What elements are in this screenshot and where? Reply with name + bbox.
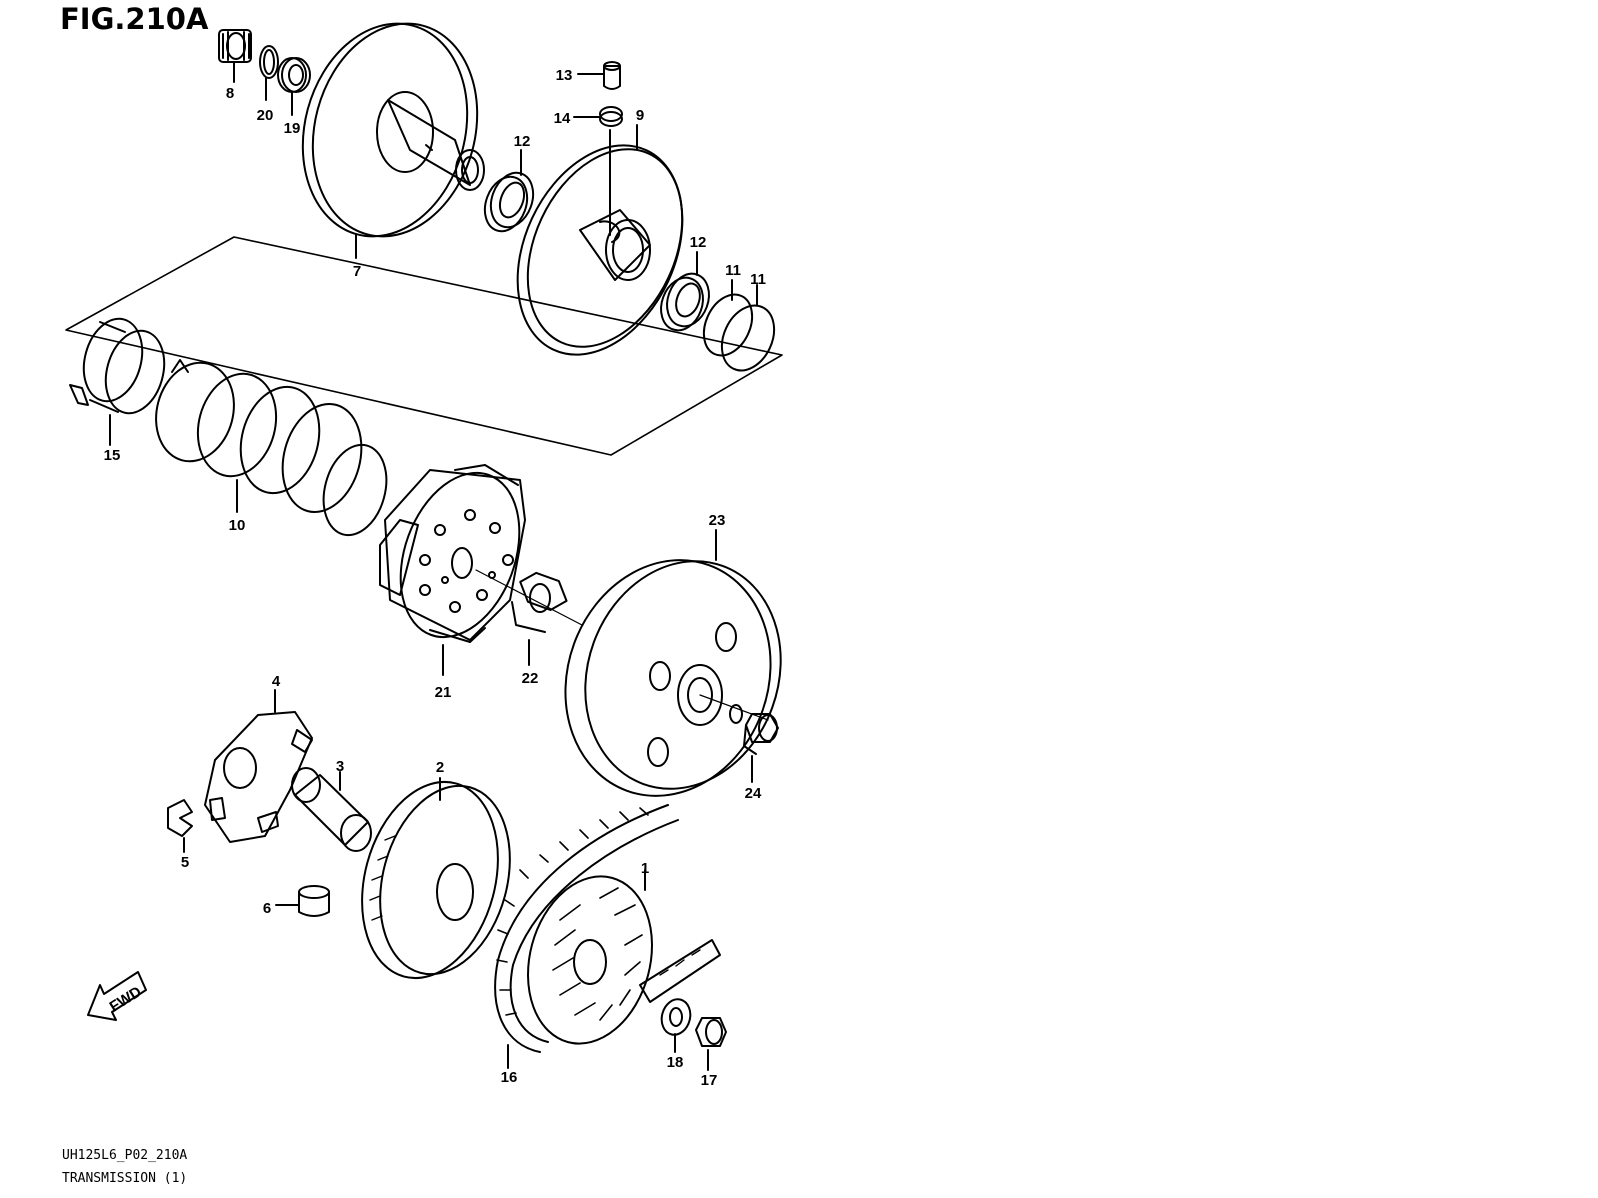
driven-fixed-face-part-7 (301, 22, 485, 259)
pin-part-13 (577, 61, 621, 90)
forward-direction-arrow: FWD (87, 971, 147, 1021)
callout-12b: 12 (690, 234, 707, 251)
o-ring-part-11-b (720, 284, 776, 372)
section-name: TRANSMISSION (1) (62, 1171, 188, 1186)
callout-18: 18 (667, 1054, 684, 1071)
o-ring-part-11-a (702, 279, 754, 357)
subassembly-outline (65, 236, 783, 456)
nut-part-17 (695, 1017, 727, 1071)
callout-8: 8 (226, 85, 234, 102)
callout-12a: 12 (514, 133, 531, 150)
nut-part-22 (511, 571, 568, 666)
seal-part-12-upper (483, 149, 535, 233)
callout-15: 15 (104, 447, 121, 464)
figure-title: FIG.210A (60, 2, 209, 36)
coil-spring-part-10 (155, 359, 388, 537)
callout-21: 21 (435, 684, 452, 701)
drive-belt-part-16 (494, 804, 679, 1069)
oil-seal-part-19 (277, 57, 311, 116)
callout-11a: 11 (725, 262, 741, 279)
callout-24: 24 (745, 785, 762, 802)
callout-2: 2 (436, 759, 444, 776)
callout-23: 23 (709, 512, 726, 529)
drive-face-part-2 (361, 777, 511, 980)
driven-movable-face-part-9 (516, 124, 684, 356)
callout-13: 13 (556, 67, 573, 84)
callout-17: 17 (701, 1072, 718, 1089)
movable-drive-plate-part-4 (204, 689, 313, 843)
callout-9: 9 (636, 107, 644, 124)
callout-10: 10 (229, 517, 246, 534)
callout-1: 1 (641, 860, 649, 877)
nut-part-24 (743, 713, 779, 783)
movable-drive-face-part-1 (527, 869, 721, 1045)
sleeve-part-3 (291, 767, 372, 852)
callout-19: 19 (284, 120, 301, 137)
needle-bearing-part-8 (218, 29, 252, 83)
callout-22: 22 (522, 670, 539, 687)
callout-4: 4 (272, 673, 281, 690)
callout-6: 6 (263, 900, 271, 917)
clutch-housing-part-23 (564, 529, 782, 797)
callout-7: 7 (353, 263, 361, 280)
spacer-part-6 (275, 885, 330, 917)
callout-5: 5 (181, 854, 189, 871)
seal-part-12-lower (660, 251, 710, 332)
roller-part-14 (573, 106, 623, 127)
callout-11b: 11 (750, 271, 766, 288)
circlip-part-20 (259, 45, 279, 101)
callout-3: 3 (336, 758, 344, 775)
spring-seat-part-15 (69, 317, 166, 446)
model-code: UH125L6_P02_210A (62, 1148, 188, 1163)
callout-16: 16 (501, 1069, 518, 1086)
washer-part-18 (660, 998, 692, 1053)
slide-piece-part-5 (167, 799, 193, 853)
callout-14: 14 (554, 110, 571, 127)
callout-20: 20 (257, 107, 274, 124)
clutch-shoe-part-21 (379, 464, 583, 676)
